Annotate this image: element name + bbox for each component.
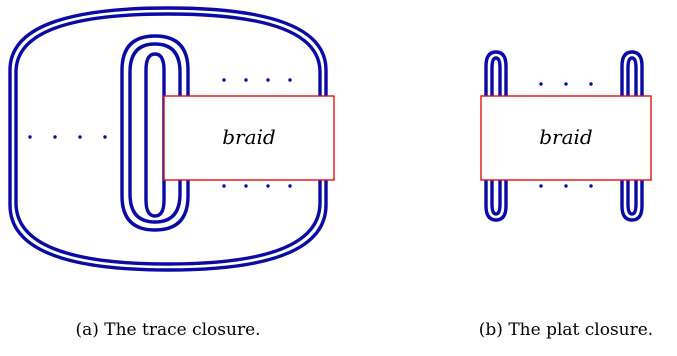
plat-cap-top-left [484, 50, 508, 98]
plat-cup-bottom-left [484, 178, 508, 222]
dots-top-b [539, 82, 593, 86]
outer-closure-loop-inner [14, 12, 322, 266]
plat-cap-top-right [620, 50, 644, 98]
nested-oval-middle [128, 42, 182, 224]
dots-bottom-a [222, 184, 292, 188]
braid-box-b [480, 95, 652, 181]
dots-top-a [222, 78, 292, 82]
nested-oval-inner [144, 52, 166, 218]
plat-closure-diagram: braid [480, 50, 652, 222]
braid-label-a: braid [222, 125, 276, 149]
plat-cup-bottom-right [620, 178, 644, 222]
trace-closure-diagram: braid [8, 6, 335, 272]
dots-left-a [28, 135, 107, 139]
plat-cap-top-left-inner [490, 56, 502, 98]
braid-label-b: braid [539, 125, 593, 149]
braid-box-a [163, 95, 335, 181]
dots-bottom-b [539, 184, 593, 188]
plat-cup-bottom-right-inner [626, 178, 638, 216]
caption-b: (b) The plat closure. [479, 320, 653, 340]
nested-oval-outer [120, 34, 190, 232]
plat-cap-top-right-inner [626, 56, 638, 98]
plat-cup-bottom-left-inner [490, 178, 502, 216]
caption-a: (a) The trace closure. [75, 320, 260, 340]
outer-closure-loop [8, 6, 328, 272]
